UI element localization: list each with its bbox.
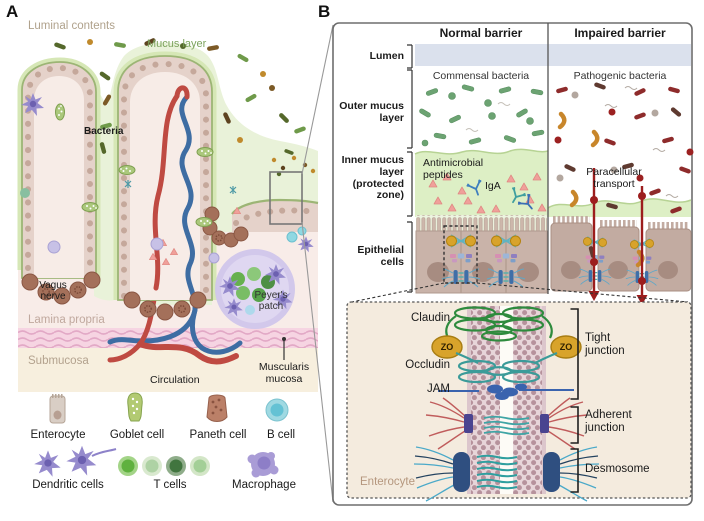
junction-inset bbox=[346, 301, 692, 502]
paracellular-transport-label: Paracellular transport bbox=[586, 166, 642, 190]
villus-left bbox=[17, 57, 101, 279]
impaired-epithelium bbox=[550, 216, 692, 292]
legend-icon-enterocyte bbox=[49, 394, 66, 424]
impaired-inner-mucus bbox=[548, 198, 691, 217]
legend-icon-dendritic-cells bbox=[34, 445, 117, 477]
legend-label-paneth-cell: Paneth cell bbox=[189, 429, 247, 441]
occludin-strands bbox=[455, 351, 558, 384]
vagus-nerve-label: Vagus nerve bbox=[39, 280, 67, 303]
legend-label-t-cells: T cells bbox=[153, 479, 187, 491]
peyers-patch-label: Peyer's patch bbox=[254, 290, 288, 313]
inner-mucus-row-label: Inner mucus layer (protected zone) bbox=[341, 154, 404, 202]
legend-label-macrophage: Macrophage bbox=[232, 479, 296, 491]
jam-strands bbox=[438, 383, 574, 400]
mucus-layer-label: Mucus layer bbox=[147, 38, 207, 50]
commensal-bacteria bbox=[418, 83, 545, 147]
panel-b-illustration bbox=[332, 22, 694, 506]
legend-icon-b-cell bbox=[265, 398, 289, 422]
commensal-bacteria-label: Commensal bacteria bbox=[432, 70, 530, 82]
magnified-region-box bbox=[269, 171, 303, 225]
legend-label-goblet-cell: Goblet cell bbox=[109, 429, 165, 441]
iga-label: IgA bbox=[485, 180, 501, 192]
adherent-junction-structure bbox=[425, 397, 588, 450]
paracellular-arrows bbox=[588, 168, 648, 305]
legend-icon-macrophage bbox=[247, 452, 279, 478]
luminal-contents-label: Luminal contents bbox=[28, 20, 115, 32]
legend-icon-t-cells bbox=[118, 456, 210, 476]
enterocyte-inset-label: Enterocyte bbox=[360, 476, 415, 488]
legend-label-enterocyte: Enterocyte bbox=[30, 429, 86, 441]
legend-label-b-cell: B cell bbox=[266, 429, 296, 441]
lumen-row-label: Lumen bbox=[369, 50, 404, 62]
claudin-label: Claudin bbox=[411, 312, 450, 324]
immune-cells bbox=[20, 93, 314, 264]
lamina-propria-label: Lamina propria bbox=[28, 314, 105, 326]
normal-barrier-header: Normal barrier bbox=[439, 26, 523, 40]
zo-right-label: ZO bbox=[559, 342, 573, 352]
tight-junction-label: Tight junction bbox=[585, 332, 625, 357]
muscularis-mucosa-label: Muscularis mucosa bbox=[258, 361, 310, 385]
outer-mucus-row-label: Outer mucus layer bbox=[339, 100, 404, 124]
panel-a-letter: A bbox=[6, 2, 19, 21]
occludin-label: Occludin bbox=[405, 359, 450, 371]
zo-left-oval bbox=[431, 335, 463, 359]
adherent-junction-label: Adherent junction bbox=[585, 409, 632, 434]
pathogenic-bacteria-label: Pathogenic bacteria bbox=[573, 70, 667, 82]
pathogenic-bacteria bbox=[554, 81, 694, 215]
zo-left-label: ZO bbox=[440, 342, 454, 352]
inset-connectors bbox=[351, 282, 689, 303]
submucosa-region bbox=[18, 348, 318, 392]
panel-b-letter: B bbox=[318, 2, 331, 21]
claudin-strands bbox=[445, 306, 553, 342]
legend-icon-goblet-cell bbox=[127, 392, 143, 422]
lumen-band bbox=[415, 44, 691, 66]
junction-zoom-box bbox=[443, 225, 478, 284]
panel-a-illustration bbox=[17, 24, 334, 503]
legend-label-dendritic-cells: Dendritic cells bbox=[32, 479, 104, 491]
epithelium-right bbox=[231, 198, 321, 232]
callout-lines bbox=[301, 24, 334, 503]
inset-brackets bbox=[570, 308, 579, 493]
antimicrobial-peptides-label: Antimicrobial peptides bbox=[423, 157, 484, 181]
circulation-label: Circulation bbox=[150, 374, 200, 386]
peyers-patch bbox=[215, 249, 295, 329]
row-brackets bbox=[407, 44, 413, 293]
desmosome-label: Desmosome bbox=[585, 463, 650, 475]
epithelial-cells-row-label: Epithelial cells bbox=[357, 244, 404, 268]
bacteria-label: Bacteria bbox=[84, 126, 124, 137]
normal-epithelium bbox=[415, 215, 548, 294]
luminal-bacteria bbox=[53, 37, 316, 194]
jam-label: JAM bbox=[427, 383, 450, 395]
impaired-barrier-header: Impaired barrier bbox=[574, 26, 666, 40]
legend-icon-paneth-cell bbox=[206, 394, 228, 422]
submucosa-label: Submucosa bbox=[28, 355, 89, 367]
zo-right-oval bbox=[550, 335, 582, 359]
